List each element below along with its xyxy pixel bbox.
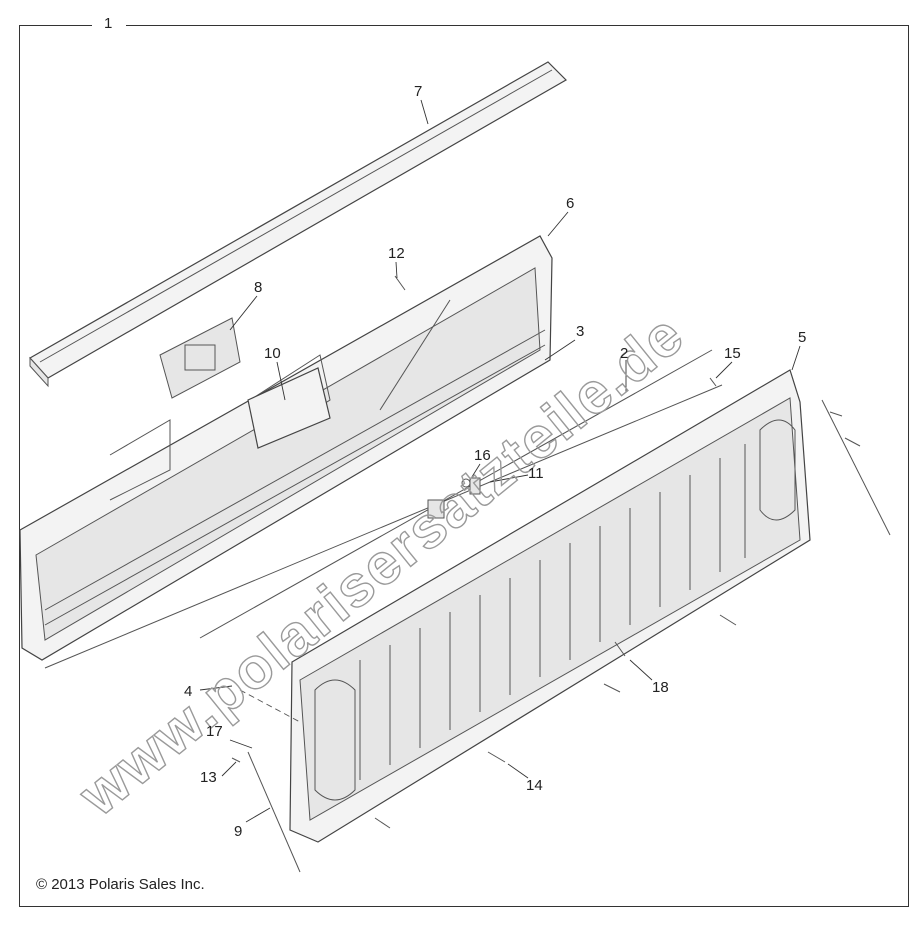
frame-label-gap bbox=[92, 14, 126, 34]
callout-13: 13 bbox=[200, 769, 217, 786]
callout-5: 5 bbox=[798, 329, 807, 346]
callout-10: 10 bbox=[264, 345, 281, 362]
callout-12: 12 bbox=[388, 245, 405, 262]
callout-15: 15 bbox=[724, 345, 741, 362]
fasteners bbox=[231, 275, 861, 829]
callout-11: 11 bbox=[528, 465, 544, 482]
callout-17: 17 bbox=[206, 723, 223, 740]
callout-2: 2 bbox=[620, 345, 629, 362]
top-cap-rail bbox=[29, 61, 567, 388]
copyright-notice: © 2013 Polaris Sales Inc. bbox=[36, 876, 205, 893]
callout-6: 6 bbox=[566, 195, 575, 212]
outer-tailgate-panel bbox=[289, 369, 811, 843]
diagram-frame bbox=[19, 25, 909, 907]
callout-3: 3 bbox=[576, 323, 585, 340]
callout-14: 14 bbox=[526, 777, 543, 794]
pivot-rods bbox=[44, 349, 723, 669]
support-cables bbox=[247, 399, 891, 873]
latch-handle bbox=[159, 317, 241, 399]
callout-9: 9 bbox=[234, 823, 243, 840]
callout-8: 8 bbox=[254, 279, 263, 296]
leader-lines bbox=[199, 99, 801, 823]
callout-4: 4 bbox=[184, 683, 193, 700]
callout-18: 18 bbox=[652, 679, 669, 696]
callout-16: 16 bbox=[474, 447, 491, 464]
panel-ribs bbox=[359, 444, 746, 780]
handle-bezel bbox=[247, 367, 331, 449]
callout-1: 1 bbox=[104, 15, 113, 32]
callout-7: 7 bbox=[414, 83, 423, 100]
